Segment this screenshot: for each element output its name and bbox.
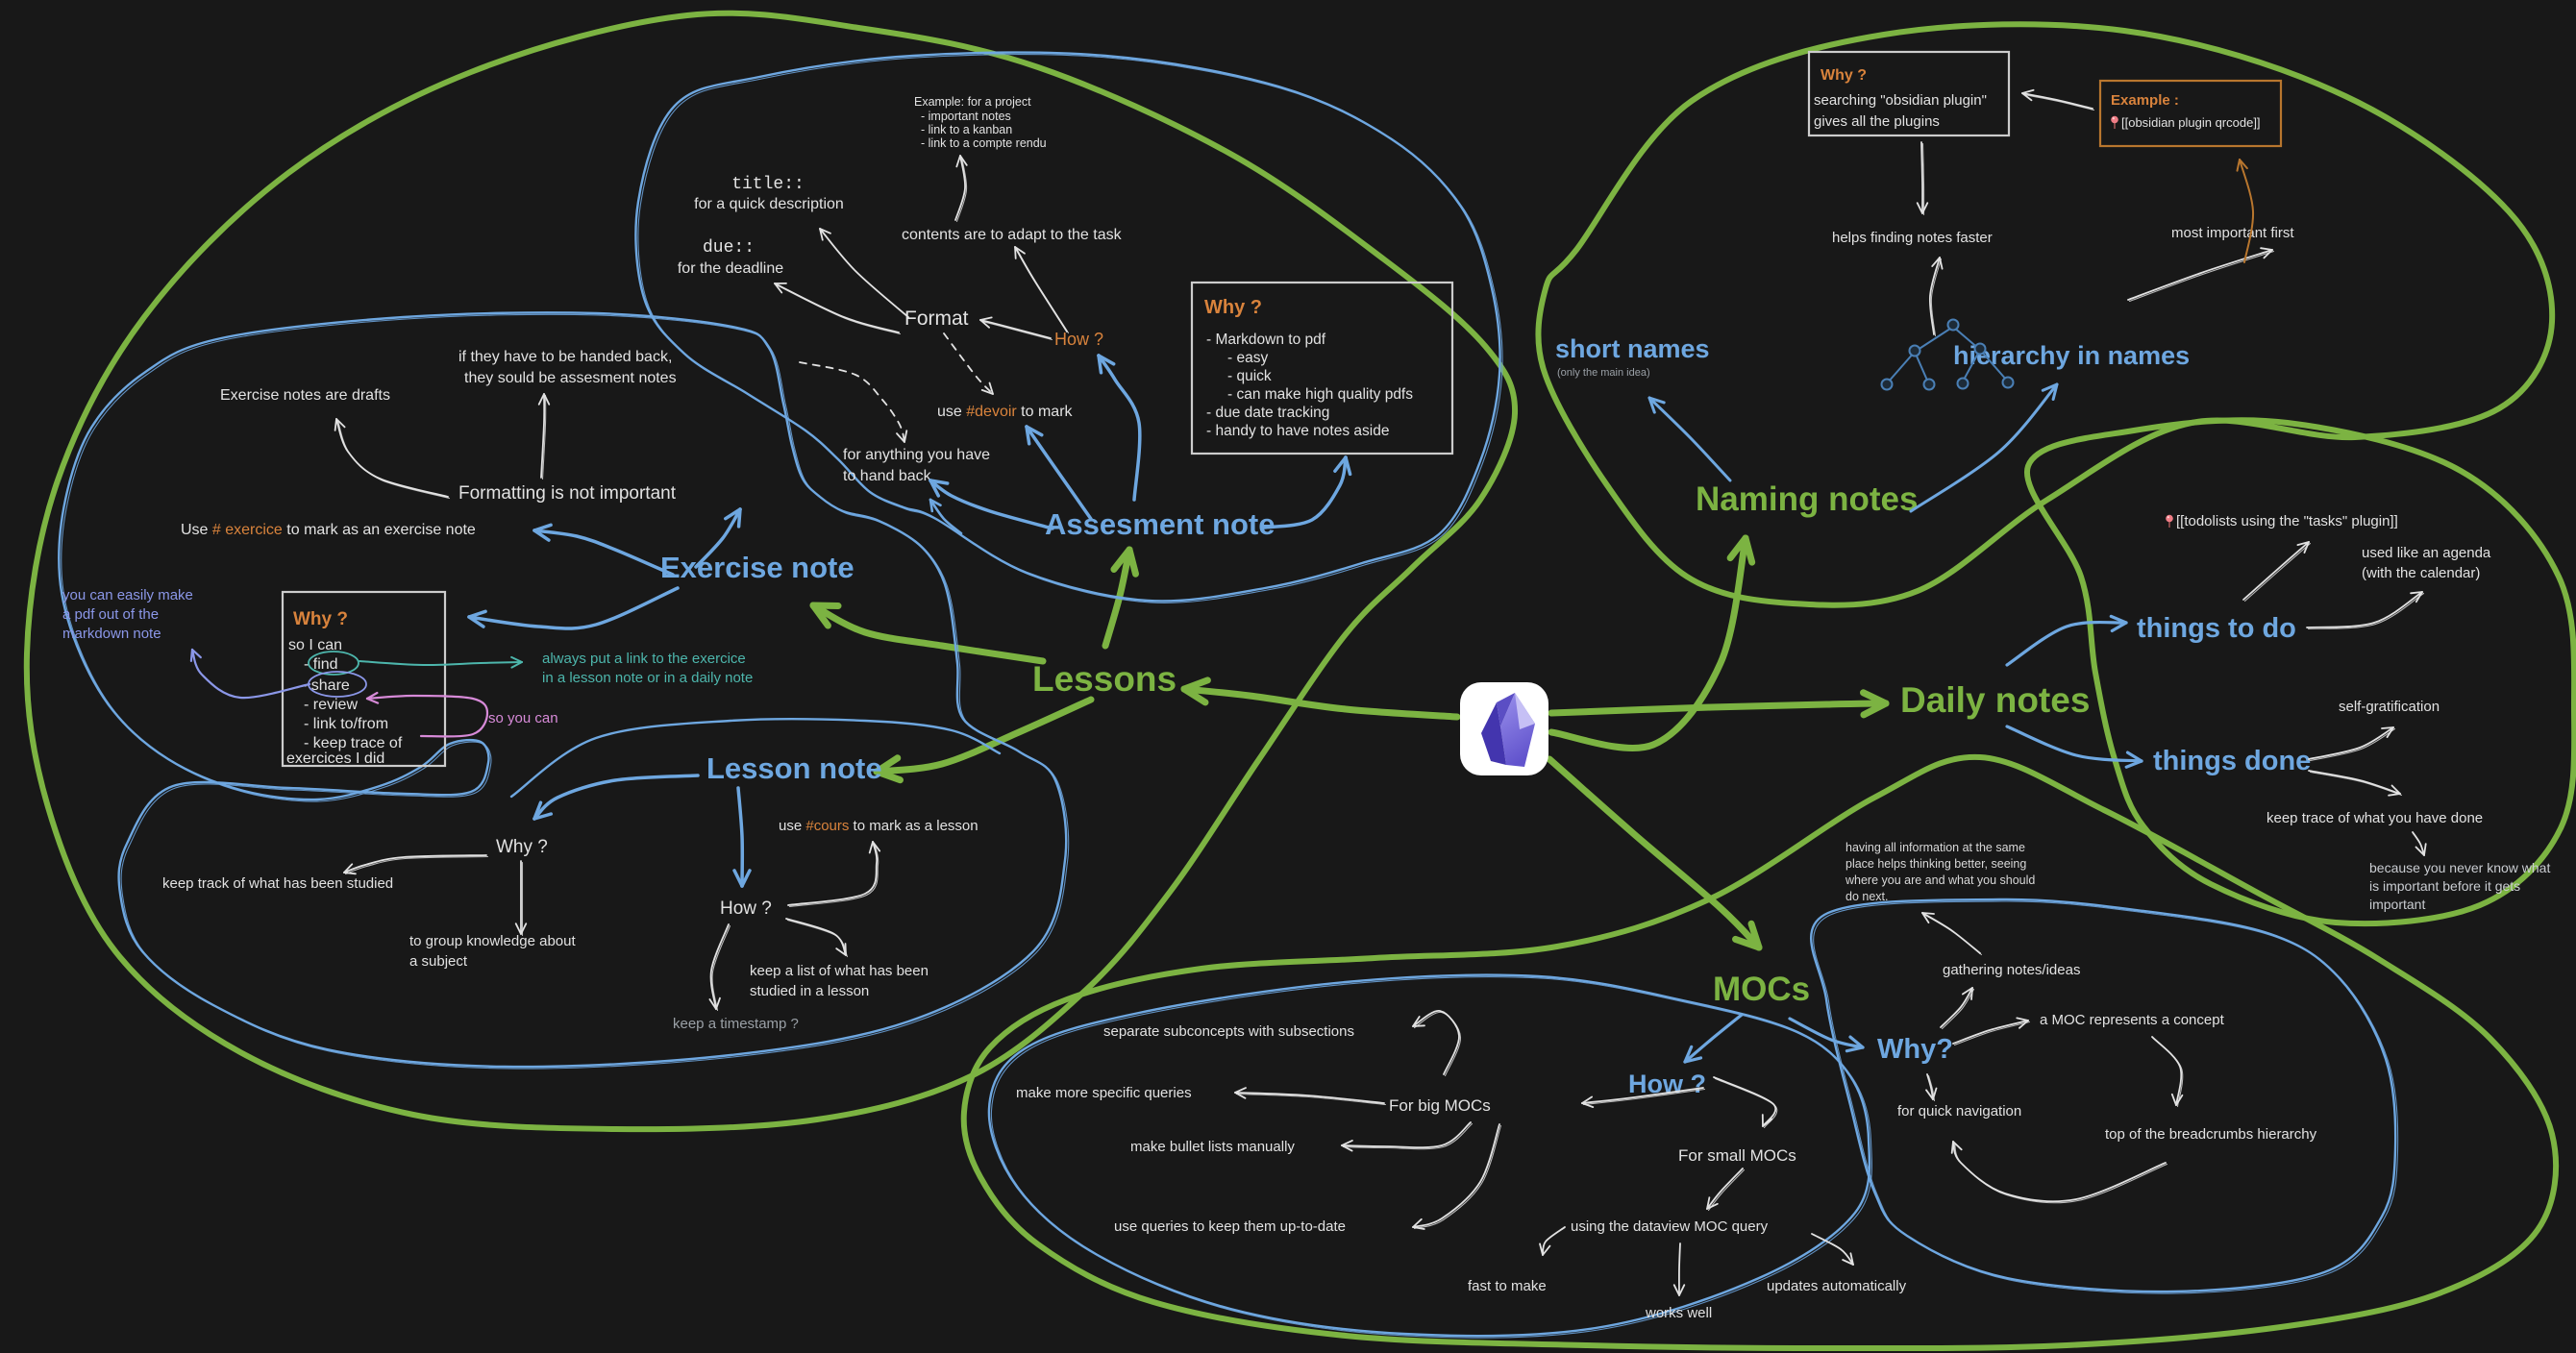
svg-text:How ?: How ?: [1054, 330, 1103, 349]
svg-text:- can make high quality pdfs: - can make high quality pdfs: [1227, 386, 1413, 403]
svg-text:use #cours to mark as a lesson: use #cours to mark as a lesson: [779, 818, 978, 834]
svg-text:a pdf out of the: a pdf out of the: [62, 606, 159, 623]
svg-text:for a quick description: for a quick description: [694, 196, 844, 212]
svg-text:most important first: most important first: [2171, 225, 2294, 241]
svg-text:keep a list of what has been: keep a list of what has been: [750, 963, 929, 979]
svg-text:MOCs: MOCs: [1713, 971, 1810, 1008]
svg-text:make more specific queries: make more specific queries: [1016, 1085, 1192, 1101]
svg-text:Format: Format: [904, 308, 969, 330]
svg-text:always put a link to the exerc: always put a link to the exercice: [542, 651, 746, 667]
svg-text:so you can: so you can: [488, 710, 558, 726]
svg-text:things to do: things to do: [2137, 613, 2296, 644]
svg-text:if they have to be handed back: if they have to be handed back,: [458, 349, 672, 365]
svg-text:Why ?: Why ?: [1821, 67, 1867, 84]
svg-text:for anything you have: for anything you have: [843, 447, 990, 463]
svg-text:title::: title::: [731, 175, 805, 194]
svg-text:use #devoir to mark: use #devoir to mark: [937, 404, 1074, 420]
svg-text:keep track of what has been st: keep track of what has been studied: [162, 875, 393, 892]
svg-text:using the dataview MOC query: using the dataview MOC query: [1571, 1218, 1769, 1235]
svg-text:make bullet lists manually: make bullet lists manually: [1130, 1139, 1295, 1155]
svg-text:- share: - share: [302, 677, 350, 694]
svg-text:where you are and what you sho: where you are and what you should: [1845, 873, 2035, 887]
svg-text:hierarchy in names: hierarchy in names: [1953, 341, 2190, 370]
svg-text:having all information at the: having all information at the same: [1845, 841, 2025, 854]
svg-text:- link to a kanban: - link to a kanban: [921, 123, 1012, 136]
svg-text:gathering notes/ideas: gathering notes/ideas: [1943, 962, 2080, 978]
svg-text:Exercise note: Exercise note: [660, 551, 855, 584]
svg-text:works well: works well: [1645, 1305, 1712, 1321]
svg-text:because you never know what: because you never know what: [2369, 860, 2550, 875]
svg-text:a MOC represents a concept: a MOC represents a concept: [2040, 1012, 2225, 1028]
svg-text:short names: short names: [1555, 334, 1710, 363]
svg-text:important: important: [2369, 897, 2425, 912]
svg-text:- due date tracking: - due date tracking: [1206, 405, 1329, 421]
svg-text:Why ?: Why ?: [1204, 297, 1262, 318]
svg-text:to group knowledge about: to group knowledge about: [409, 933, 576, 949]
svg-text:they sould be assesment notes: they sould be assesment notes: [464, 370, 677, 386]
svg-text:is important before it gets: is important before it gets: [2369, 878, 2520, 894]
svg-text:for quick navigation: for quick navigation: [1897, 1103, 2021, 1119]
svg-text:markdown note: markdown note: [62, 626, 161, 642]
svg-text:Formatting is not important: Formatting is not important: [458, 483, 677, 504]
svg-text:Why?: Why?: [1877, 1034, 1953, 1065]
svg-text:to hand back: to hand back: [843, 468, 932, 484]
svg-text:updates automatically: updates automatically: [1767, 1278, 1907, 1294]
svg-text:[[obsidian plugin qrcode]]: [[obsidian plugin qrcode]]: [2121, 115, 2261, 130]
svg-text:Exercise notes are drafts: Exercise notes are drafts: [220, 387, 390, 404]
svg-text:Lessons: Lessons: [1032, 659, 1177, 699]
svg-text:place helps thinking better, s: place helps thinking better, seeing: [1845, 857, 2026, 871]
svg-text:use queries to keep them up-to: use queries to keep them up-to-date: [1114, 1218, 1346, 1235]
svg-text:- link to/from: - link to/from: [304, 716, 388, 732]
svg-text:separate subconcepts with subs: separate subconcepts with subsections: [1103, 1023, 1354, 1040]
svg-text:Why ?: Why ?: [293, 609, 348, 629]
svg-text:you can easily make: you can easily make: [62, 587, 193, 603]
svg-text:top of the breadcrumbs hierarc: top of the breadcrumbs hierarchy: [2105, 1126, 2317, 1143]
svg-text:for the deadline: for the deadline: [678, 260, 783, 277]
svg-text:Assesment note: Assesment note: [1045, 507, 1275, 541]
svg-text:(only the main idea): (only the main idea): [1557, 367, 1650, 379]
svg-text:a subject: a subject: [409, 953, 468, 970]
svg-text:due::: due::: [703, 238, 755, 258]
svg-text:Example :: Example :: [2111, 92, 2179, 109]
svg-text:in a lesson note or in a daily: in a lesson note or in a daily note: [542, 670, 753, 686]
svg-text:fast to make: fast to make: [1468, 1278, 1547, 1294]
svg-text:things done: things done: [2153, 746, 2311, 776]
svg-text:keep trace of what you have do: keep trace of what you have done: [2266, 810, 2483, 826]
svg-text:used like an agenda: used like an agenda: [2362, 545, 2491, 561]
svg-text:searching "obsidian plugin": searching "obsidian plugin": [1814, 92, 1987, 109]
svg-text:exercices I did: exercices I did: [286, 750, 384, 767]
svg-text:How ?: How ?: [720, 898, 772, 919]
svg-text:Naming notes: Naming notes: [1696, 480, 1918, 518]
svg-text:so I can: so I can: [288, 637, 342, 653]
svg-text:- keep trace of: - keep trace of: [304, 735, 403, 751]
svg-text:keep a timestamp ?: keep a timestamp ?: [673, 1016, 799, 1032]
svg-text:For big MOCs: For big MOCs: [1389, 1096, 1491, 1115]
svg-text:For small MOCs: For small MOCs: [1678, 1146, 1796, 1165]
svg-text:- handy to have notes aside: - handy to have notes aside: [1206, 423, 1389, 439]
svg-text:- Markdown to pdf: - Markdown to pdf: [1206, 332, 1326, 348]
svg-text:Lesson note: Lesson note: [706, 751, 882, 785]
svg-text:contents are to adapt to the t: contents are to adapt to the task: [902, 227, 1123, 243]
svg-text:studied in a lesson: studied in a lesson: [750, 983, 869, 999]
svg-text:self-gratification: self-gratification: [2339, 699, 2440, 715]
svg-text:- review: - review: [304, 697, 358, 713]
svg-text:- important notes: - important notes: [921, 110, 1011, 123]
svg-text:(with the calendar): (with the calendar): [2362, 565, 2480, 581]
svg-text:helps finding notes faster: helps finding notes faster: [1832, 230, 1993, 246]
svg-text:gives all the plugins: gives all the plugins: [1814, 113, 1940, 130]
svg-text:Example: for a project: Example: for a project: [914, 95, 1031, 109]
svg-text:Daily notes: Daily notes: [1900, 680, 2090, 720]
svg-text:Use # exercice to mark as an e: Use # exercice to mark as an exercise no…: [181, 522, 476, 538]
svg-text:Why ?: Why ?: [496, 837, 548, 857]
svg-text:- easy: - easy: [1227, 350, 1268, 366]
svg-text:[[todolists using the "tasks": [[todolists using the "tasks" plugin]]: [2176, 513, 2398, 529]
svg-text:do next.: do next.: [1845, 890, 1888, 903]
svg-text:- link to a compte rendu: - link to a compte rendu: [921, 136, 1047, 150]
svg-text:- quick: - quick: [1227, 368, 1272, 384]
